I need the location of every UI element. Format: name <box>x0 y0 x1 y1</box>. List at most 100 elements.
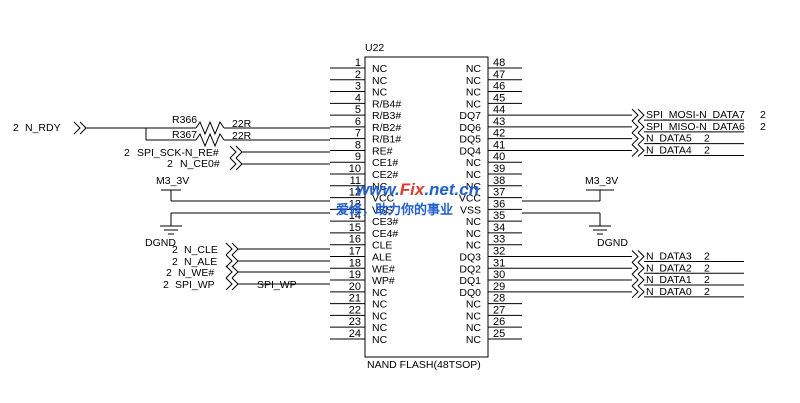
resistor-r366 <box>195 120 225 136</box>
watermark-brand: Fix <box>400 180 426 199</box>
power-left-vcc-label: M3_3V <box>156 175 189 187</box>
right-pin-44-number: 44 <box>493 104 505 116</box>
right-pin-40-name: NC <box>466 157 482 169</box>
right-pin-27-name: NC <box>466 310 482 322</box>
ic-reference: U22 <box>365 42 384 54</box>
right-pin-31-name: DQ2 <box>459 263 481 275</box>
port-label-data-1: SPI_MISO-N_DATA6 <box>646 121 745 133</box>
resistor-r366-ref: R366 <box>172 114 197 126</box>
resistor-r367-value: 22R <box>232 130 252 142</box>
left-pin-14-number: 14 <box>349 210 361 222</box>
control-net-lower: 2 N_CLE 2 N_ALE 2 N_WE# 2 SPI_WP SPI_WP <box>163 242 330 291</box>
left-pin-8-name: RE# <box>372 145 393 157</box>
right-pin-45-name: NC <box>466 98 482 110</box>
port-sheet-data-0: 2 <box>760 109 766 121</box>
port-label-cle: N_CLE <box>184 244 218 256</box>
right-pin-37-number: 37 <box>493 187 505 199</box>
control-net-upper: 2 SPI_SCK-N_RE# 2 N_CE0# <box>124 145 330 171</box>
left-pin-1-name: NC <box>372 63 388 75</box>
power-left-gnd-label: DGND <box>145 237 176 249</box>
right-pin-26-number: 26 <box>493 316 505 328</box>
port-label-data-2: N_DATA5 <box>646 133 692 145</box>
right-pin-37-name: VCC <box>459 193 482 205</box>
net-label-spi-wp: SPI_WP <box>257 279 297 291</box>
left-pin-14-name: CE3# <box>372 216 398 228</box>
port-sheet-ale: 2 <box>172 256 178 268</box>
right-pin-29-name: DQ0 <box>459 287 481 299</box>
resistor-r367 <box>195 132 225 148</box>
right-pin-41-number: 41 <box>493 139 505 151</box>
left-pin-3-number: 3 <box>355 81 361 93</box>
port-sheet-data-3: 2 <box>704 144 710 156</box>
port-label-re: SPI_SCK-N_RE# <box>137 147 219 159</box>
left-pin-10-name: CE2# <box>372 169 398 181</box>
right-pin-48-number: 48 <box>493 57 505 69</box>
port-label-wp: SPI_WP <box>175 279 215 291</box>
left-pin-2-number: 2 <box>355 69 361 81</box>
resistor-r367-ref: R367 <box>172 129 197 141</box>
right-pin-44-name: DQ7 <box>459 110 481 122</box>
watermark-slogan: 爱修，助力你的事业 <box>336 202 453 217</box>
left-pin-23-number: 23 <box>349 316 361 328</box>
port-sheet-data-6: 2 <box>704 274 710 286</box>
right-pin-35-name: NC <box>466 216 482 228</box>
left-pin-9-name: CE1# <box>372 157 398 169</box>
right-pin-30-number: 30 <box>493 269 505 281</box>
right-pin-40-number: 40 <box>493 151 505 163</box>
port-label-data-5: N_DATA2 <box>646 262 692 274</box>
port-label-n-rdy: N_RDY <box>25 122 61 134</box>
left-pin-10-number: 10 <box>349 163 361 175</box>
right-pin-46-number: 46 <box>493 81 505 93</box>
power-right-gnd-label: DGND <box>597 237 628 249</box>
port-data-2 <box>631 132 645 146</box>
left-pin-21-number: 21 <box>349 293 361 305</box>
port-label-ce0: N_CE0# <box>180 158 220 170</box>
left-pin-11-name: NC <box>372 181 388 193</box>
port-data-3 <box>631 144 645 157</box>
port-sheet-data-4: 2 <box>704 250 710 262</box>
left-pin-12-number: 12 <box>349 187 361 199</box>
right-pin-35-number: 35 <box>493 210 505 222</box>
left-pin-1-number: 1 <box>355 57 361 69</box>
left-pin-4-name: R/B4# <box>372 98 401 110</box>
right-pin-33-name: NC <box>466 240 482 252</box>
port-data-1 <box>631 120 645 134</box>
right-pin-29-number: 29 <box>493 281 505 293</box>
port-re <box>229 145 243 159</box>
port-sheet-ce0: 2 <box>167 158 173 170</box>
port-sheet-data-1: 2 <box>760 121 766 133</box>
right-pin-28-number: 28 <box>493 293 505 305</box>
left-pin-9-number: 9 <box>355 151 361 163</box>
left-pin-22-name: NC <box>372 310 388 322</box>
port-label-data-6: N_DATA1 <box>646 274 692 286</box>
ic-description: NAND FLASH(48TSOP) <box>367 359 481 371</box>
right-pin-25-number: 25 <box>493 328 505 340</box>
right-pin-42-name: DQ5 <box>459 134 481 146</box>
left-pin-21-name: NC <box>372 299 388 311</box>
left-pin-13-name: VSS <box>372 204 393 216</box>
left-pin-8-number: 8 <box>355 139 361 151</box>
left-pin-2-name: NC <box>372 75 388 87</box>
port-data-5 <box>631 261 645 275</box>
left-pin-24-number: 24 <box>349 328 361 340</box>
left-pin-13-number: 13 <box>349 198 361 210</box>
port-sheet-data-7: 2 <box>704 286 710 298</box>
left-pin-23-name: NC <box>372 322 388 334</box>
right-pin-48-name: NC <box>466 63 482 75</box>
right-pin-43-name: DQ6 <box>459 122 481 134</box>
port-data-7 <box>631 285 645 299</box>
watermark-suffix: .net.cn <box>424 180 479 199</box>
ic-body <box>364 56 489 358</box>
left-pin-18-number: 18 <box>349 257 361 269</box>
left-pin-19-name: WP# <box>372 275 395 287</box>
left-pin-6-name: R/B2# <box>372 122 401 134</box>
left-pin-17-name: ALE <box>372 251 392 263</box>
port-label-ale: N_ALE <box>184 256 217 268</box>
port-sheet-we: 2 <box>166 267 172 279</box>
right-pin-46-name: NC <box>466 87 482 99</box>
left-pin-17-number: 17 <box>349 245 361 257</box>
resistor-r366-value: 22R <box>232 118 252 130</box>
